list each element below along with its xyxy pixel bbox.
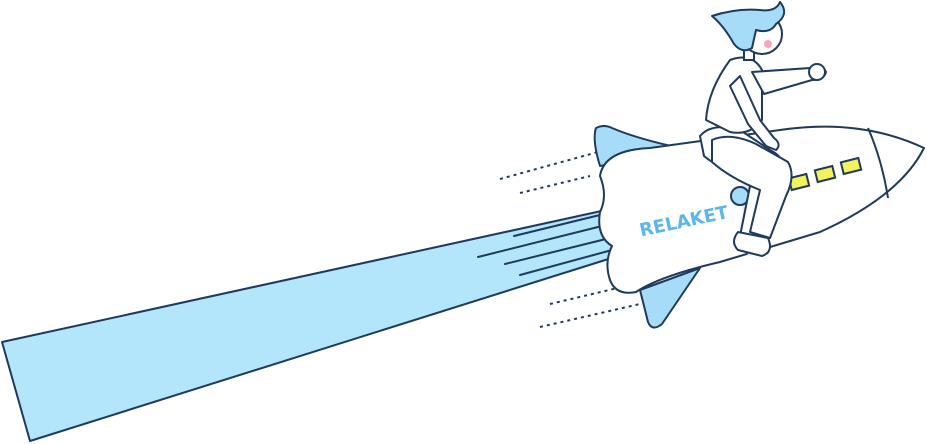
person-hair (711, 1, 786, 52)
rocket-windows (787, 156, 863, 192)
person-hand (808, 63, 826, 81)
motion-lines (499, 151, 641, 328)
person-shoe (733, 231, 771, 257)
rocket-bottom-fin (639, 267, 701, 329)
rocket-nose-line (867, 127, 889, 199)
exhaust-streaks (477, 213, 613, 276)
person-cheek (764, 40, 772, 48)
person-front-leg (711, 135, 793, 239)
person-back-arm (729, 75, 780, 151)
